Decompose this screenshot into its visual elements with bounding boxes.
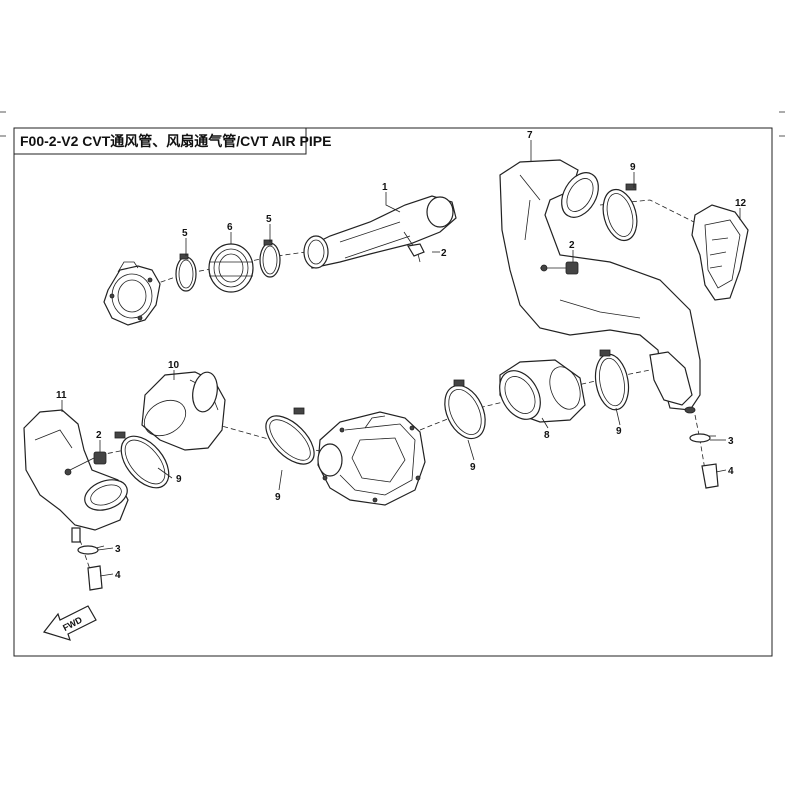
hose-clamp-5a xyxy=(175,253,197,292)
hose-clamp-9e xyxy=(594,349,630,411)
elbow-duct-10 xyxy=(141,371,226,451)
hose-clamp-9a xyxy=(602,183,638,242)
outlet-cover-12 xyxy=(691,204,749,301)
callout-4: 4 xyxy=(728,466,734,477)
clip-2a xyxy=(407,243,425,263)
cvt-cover xyxy=(317,411,426,506)
air-box-11 xyxy=(23,409,129,543)
crop-mark-left xyxy=(0,111,6,137)
callout-7: 7 xyxy=(527,130,533,141)
callout-2: 2 xyxy=(96,430,102,441)
hose-clamp-9c xyxy=(265,407,315,465)
callout-2: 2 xyxy=(441,248,447,259)
connector-duct-8 xyxy=(499,359,586,423)
callout-9: 9 xyxy=(470,462,476,473)
drain-tube-4b xyxy=(701,463,719,489)
callout-12: 12 xyxy=(735,198,747,209)
diagram-title: F00-2-V2 CVT通风管、风扇通气管/CVT AIR PIPE xyxy=(20,133,331,149)
callout-9: 9 xyxy=(275,492,281,503)
callout-10: 10 xyxy=(168,360,180,371)
callout-3: 3 xyxy=(728,436,734,447)
callout-9: 9 xyxy=(630,162,636,173)
callout-3: 3 xyxy=(115,544,121,555)
callout-5: 5 xyxy=(266,214,272,225)
title-box: F00-2-V2 CVT通风管、风扇通气管/CVT AIR PIPE xyxy=(13,127,331,155)
callout-11: 11 xyxy=(56,390,67,401)
callout-1: 1 xyxy=(382,182,388,193)
crop-mark-right xyxy=(779,111,785,137)
fan-air-pipe-7 xyxy=(499,159,701,414)
callout-9: 9 xyxy=(616,426,622,437)
clip-2b xyxy=(540,261,579,275)
rubber-seal-6 xyxy=(208,243,254,293)
sheet-border xyxy=(13,127,773,657)
hose-clamp-9b xyxy=(114,431,170,489)
fan-housing-cover xyxy=(103,261,161,326)
callout-6: 6 xyxy=(227,222,233,233)
leader-lines xyxy=(61,140,741,577)
hose-clamp-5b xyxy=(259,239,281,278)
drain-tube-4a xyxy=(87,565,103,591)
callout-labels: 1 2 5 6 5 7 9 12 2 10 11 2 9 9 9 8 9 3 4… xyxy=(56,130,747,581)
callout-4: 4 xyxy=(115,570,121,581)
callout-2: 2 xyxy=(569,240,575,251)
clip-3b xyxy=(689,433,716,443)
fwd-arrow-icon: FWD xyxy=(42,605,97,641)
callout-8: 8 xyxy=(544,430,550,441)
callout-9: 9 xyxy=(176,474,182,485)
callout-5: 5 xyxy=(182,228,188,239)
clip-2c xyxy=(64,451,107,476)
hose-clamp-9d xyxy=(444,379,486,440)
cvt-air-pipe-1 xyxy=(303,195,457,269)
